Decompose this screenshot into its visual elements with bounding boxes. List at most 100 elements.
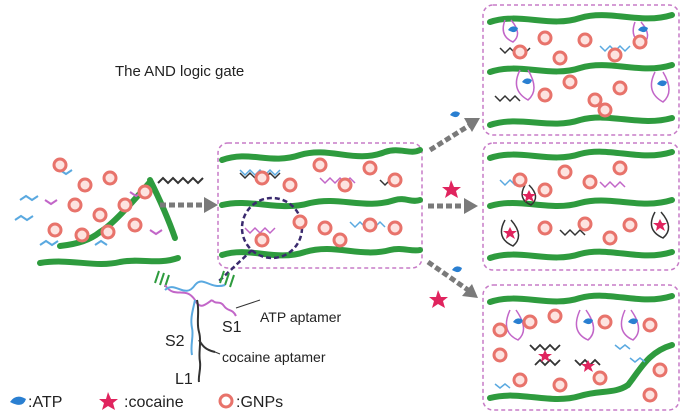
dna-strand [14, 214, 34, 222]
polymer-strand [487, 248, 675, 261]
atp-aptamer-strand [211, 299, 237, 317]
gnp-particle [317, 220, 333, 236]
gnp-particle [607, 47, 623, 63]
legend: :ATP :cocaine :GNPs [10, 392, 283, 411]
atp-icon [452, 266, 462, 273]
cocaine-aptamer-strand [198, 339, 216, 353]
polymer-strand [219, 196, 423, 210]
cocaine-icon [653, 219, 667, 231]
box-frame [482, 4, 680, 136]
gnp-particle [254, 170, 270, 186]
dna-crosslink [559, 228, 586, 237]
polymer-strand [625, 342, 675, 388]
dna-strand [494, 383, 511, 389]
polymer-strand [487, 292, 675, 305]
gnp-particle [512, 172, 528, 188]
gnp-particle [52, 157, 68, 173]
hydrogel-network-box [217, 142, 423, 283]
atp-icon [522, 78, 532, 85]
dna-crosslink [494, 94, 521, 103]
cocaine-legend-icon [99, 392, 118, 410]
arrows [157, 111, 480, 308]
gnp-particle [100, 224, 116, 240]
cocaine-icon [581, 360, 595, 372]
aptamer-loop [515, 69, 535, 101]
polymer-strand [57, 179, 153, 249]
arrow-both-case [426, 259, 470, 293]
gnp-particle [512, 372, 528, 388]
gnp-particle [74, 227, 90, 243]
polymer-strand [487, 114, 675, 128]
gnp-particle [254, 232, 270, 248]
cocaine-aptamer-pointer [204, 347, 221, 355]
gnp-particle [387, 220, 403, 236]
gnp-particle [92, 207, 108, 223]
dna-strand [94, 239, 108, 246]
aptamer-loop [575, 309, 595, 341]
dna-detail: ATP aptamer S1 S2 cocaine aptamer L1 [154, 270, 342, 388]
gnp-particle [552, 377, 568, 393]
cocaine-icon [522, 190, 536, 202]
gnp-particle [642, 387, 658, 403]
gnp-particle [577, 32, 593, 48]
atp-icon [450, 111, 460, 118]
gnp-particle [292, 214, 308, 230]
atp-aptamer-pointer [235, 299, 261, 309]
s2-label: S2 [165, 333, 185, 350]
polymer-strand [487, 148, 675, 161]
gnp-particle [582, 174, 598, 190]
polymer-strand [487, 62, 675, 75]
aptamer-loop [650, 211, 670, 239]
gnp-particle [612, 160, 628, 176]
aptamer-loop [620, 309, 640, 341]
dna-strand [614, 344, 631, 350]
gnp-particle [597, 102, 613, 118]
polymer-strand [487, 12, 675, 25]
dna-crosslink [244, 226, 276, 235]
polymer-strand [219, 246, 423, 259]
l1-label: L1 [175, 371, 193, 388]
atp-icon [628, 318, 638, 325]
atp-icon [508, 26, 518, 33]
gnp-particle [652, 362, 668, 378]
gnp-particles [47, 30, 668, 403]
result-box-cocaine [482, 142, 680, 271]
gnp-particle [47, 222, 63, 238]
gnp-particle [332, 232, 348, 248]
atp-icon [583, 318, 593, 325]
dna-strand [149, 229, 163, 236]
gnp-particle [537, 30, 553, 46]
aptamer-loop [500, 219, 520, 247]
dna-strand [44, 199, 58, 206]
gnp-particle [492, 322, 508, 338]
atp-legend-icon [10, 396, 26, 405]
dna-strand [19, 194, 39, 202]
arrow-head [464, 118, 480, 132]
gnp-particle [592, 370, 608, 386]
atp-legend-label: :ATP [28, 394, 62, 411]
gnp-particle [622, 217, 638, 233]
box-frame [217, 142, 423, 269]
s1-label: S1 [222, 319, 242, 336]
cocaine-icon [503, 227, 517, 239]
duplex [529, 343, 561, 352]
gnp-particle [127, 217, 143, 233]
dna-strand [39, 239, 59, 247]
gnp-particle [537, 87, 553, 103]
gnp-particle [537, 182, 553, 198]
dna-strand [629, 357, 646, 363]
dna-crosslink [239, 168, 281, 177]
polymer-strand [37, 255, 181, 267]
dna-crosslink [599, 180, 626, 189]
gnp-particle [337, 177, 353, 193]
gnp-particle [362, 160, 378, 176]
gnp-particle [642, 317, 658, 333]
gnp-particle [562, 74, 578, 90]
gnp-particle [522, 314, 538, 330]
aptamer-loop [505, 309, 525, 341]
aptamer-strand [164, 280, 226, 292]
atp-aptamer-label: ATP aptamer [260, 309, 342, 325]
box-frame [482, 142, 680, 271]
atp-icon [657, 80, 667, 87]
